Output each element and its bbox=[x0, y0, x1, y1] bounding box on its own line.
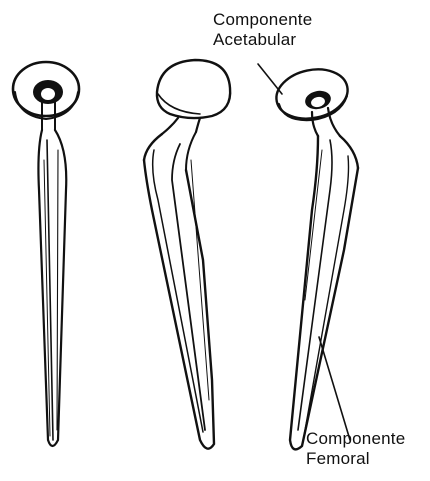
acetabular-component-label: Componente Acetabular bbox=[213, 10, 312, 50]
prosthesis-side-view bbox=[144, 60, 230, 449]
prosthesis-assembled-view bbox=[272, 63, 358, 449]
acetabular-leader-line bbox=[258, 64, 282, 94]
acetabular-label-line2: Acetabular bbox=[213, 30, 312, 50]
femoral-leader-line bbox=[319, 337, 350, 440]
acetabular-label-line1: Componente bbox=[213, 10, 312, 30]
femoral-label-line1: Componente bbox=[306, 429, 405, 449]
femoral-component-label: Componente Femoral bbox=[306, 429, 405, 469]
femoral-label-line2: Femoral bbox=[306, 449, 405, 469]
prosthesis-front-view bbox=[13, 62, 79, 446]
